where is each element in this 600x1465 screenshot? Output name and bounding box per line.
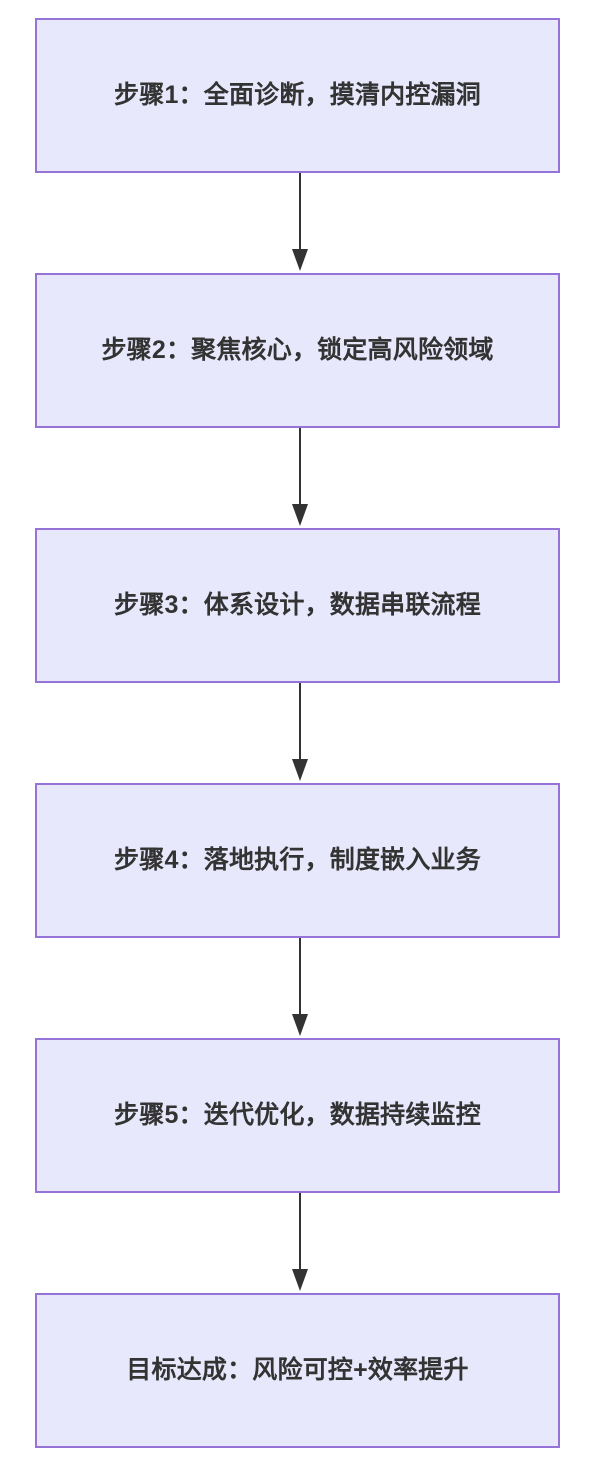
flowchart-node-step5[interactable]: 步骤5：迭代优化，数据持续监控 [35, 1038, 560, 1193]
edge-step4-step5 [292, 938, 308, 1036]
flowchart-node-label: 目标达成：风险可控+效率提升 [126, 1356, 469, 1384]
flowchart-node-label: 步骤3：体系设计，数据串联流程 [114, 591, 481, 619]
flowchart-node-step4[interactable]: 步骤4：落地执行，制度嵌入业务 [35, 783, 560, 938]
flowchart-node-label: 步骤4：落地执行，制度嵌入业务 [114, 846, 481, 874]
edge-step2-step3 [292, 428, 308, 526]
flowchart-node-step1[interactable]: 步骤1：全面诊断，摸清内控漏洞 [35, 18, 560, 173]
flowchart-node-goal[interactable]: 目标达成：风险可控+效率提升 [35, 1293, 560, 1448]
flowchart-node-label: 步骤5：迭代优化，数据持续监控 [114, 1101, 481, 1129]
flowchart-node-step2[interactable]: 步骤2：聚焦核心，锁定高风险领域 [35, 273, 560, 428]
edge-step1-step2 [292, 173, 308, 271]
edge-step3-step4 [292, 683, 308, 781]
edge-step5-goal [292, 1193, 308, 1291]
flowchart-node-label: 步骤1：全面诊断，摸清内控漏洞 [114, 81, 481, 109]
flowchart-node-step3[interactable]: 步骤3：体系设计，数据串联流程 [35, 528, 560, 683]
flowchart-node-label: 步骤2：聚焦核心，锁定高风险领域 [101, 336, 494, 364]
